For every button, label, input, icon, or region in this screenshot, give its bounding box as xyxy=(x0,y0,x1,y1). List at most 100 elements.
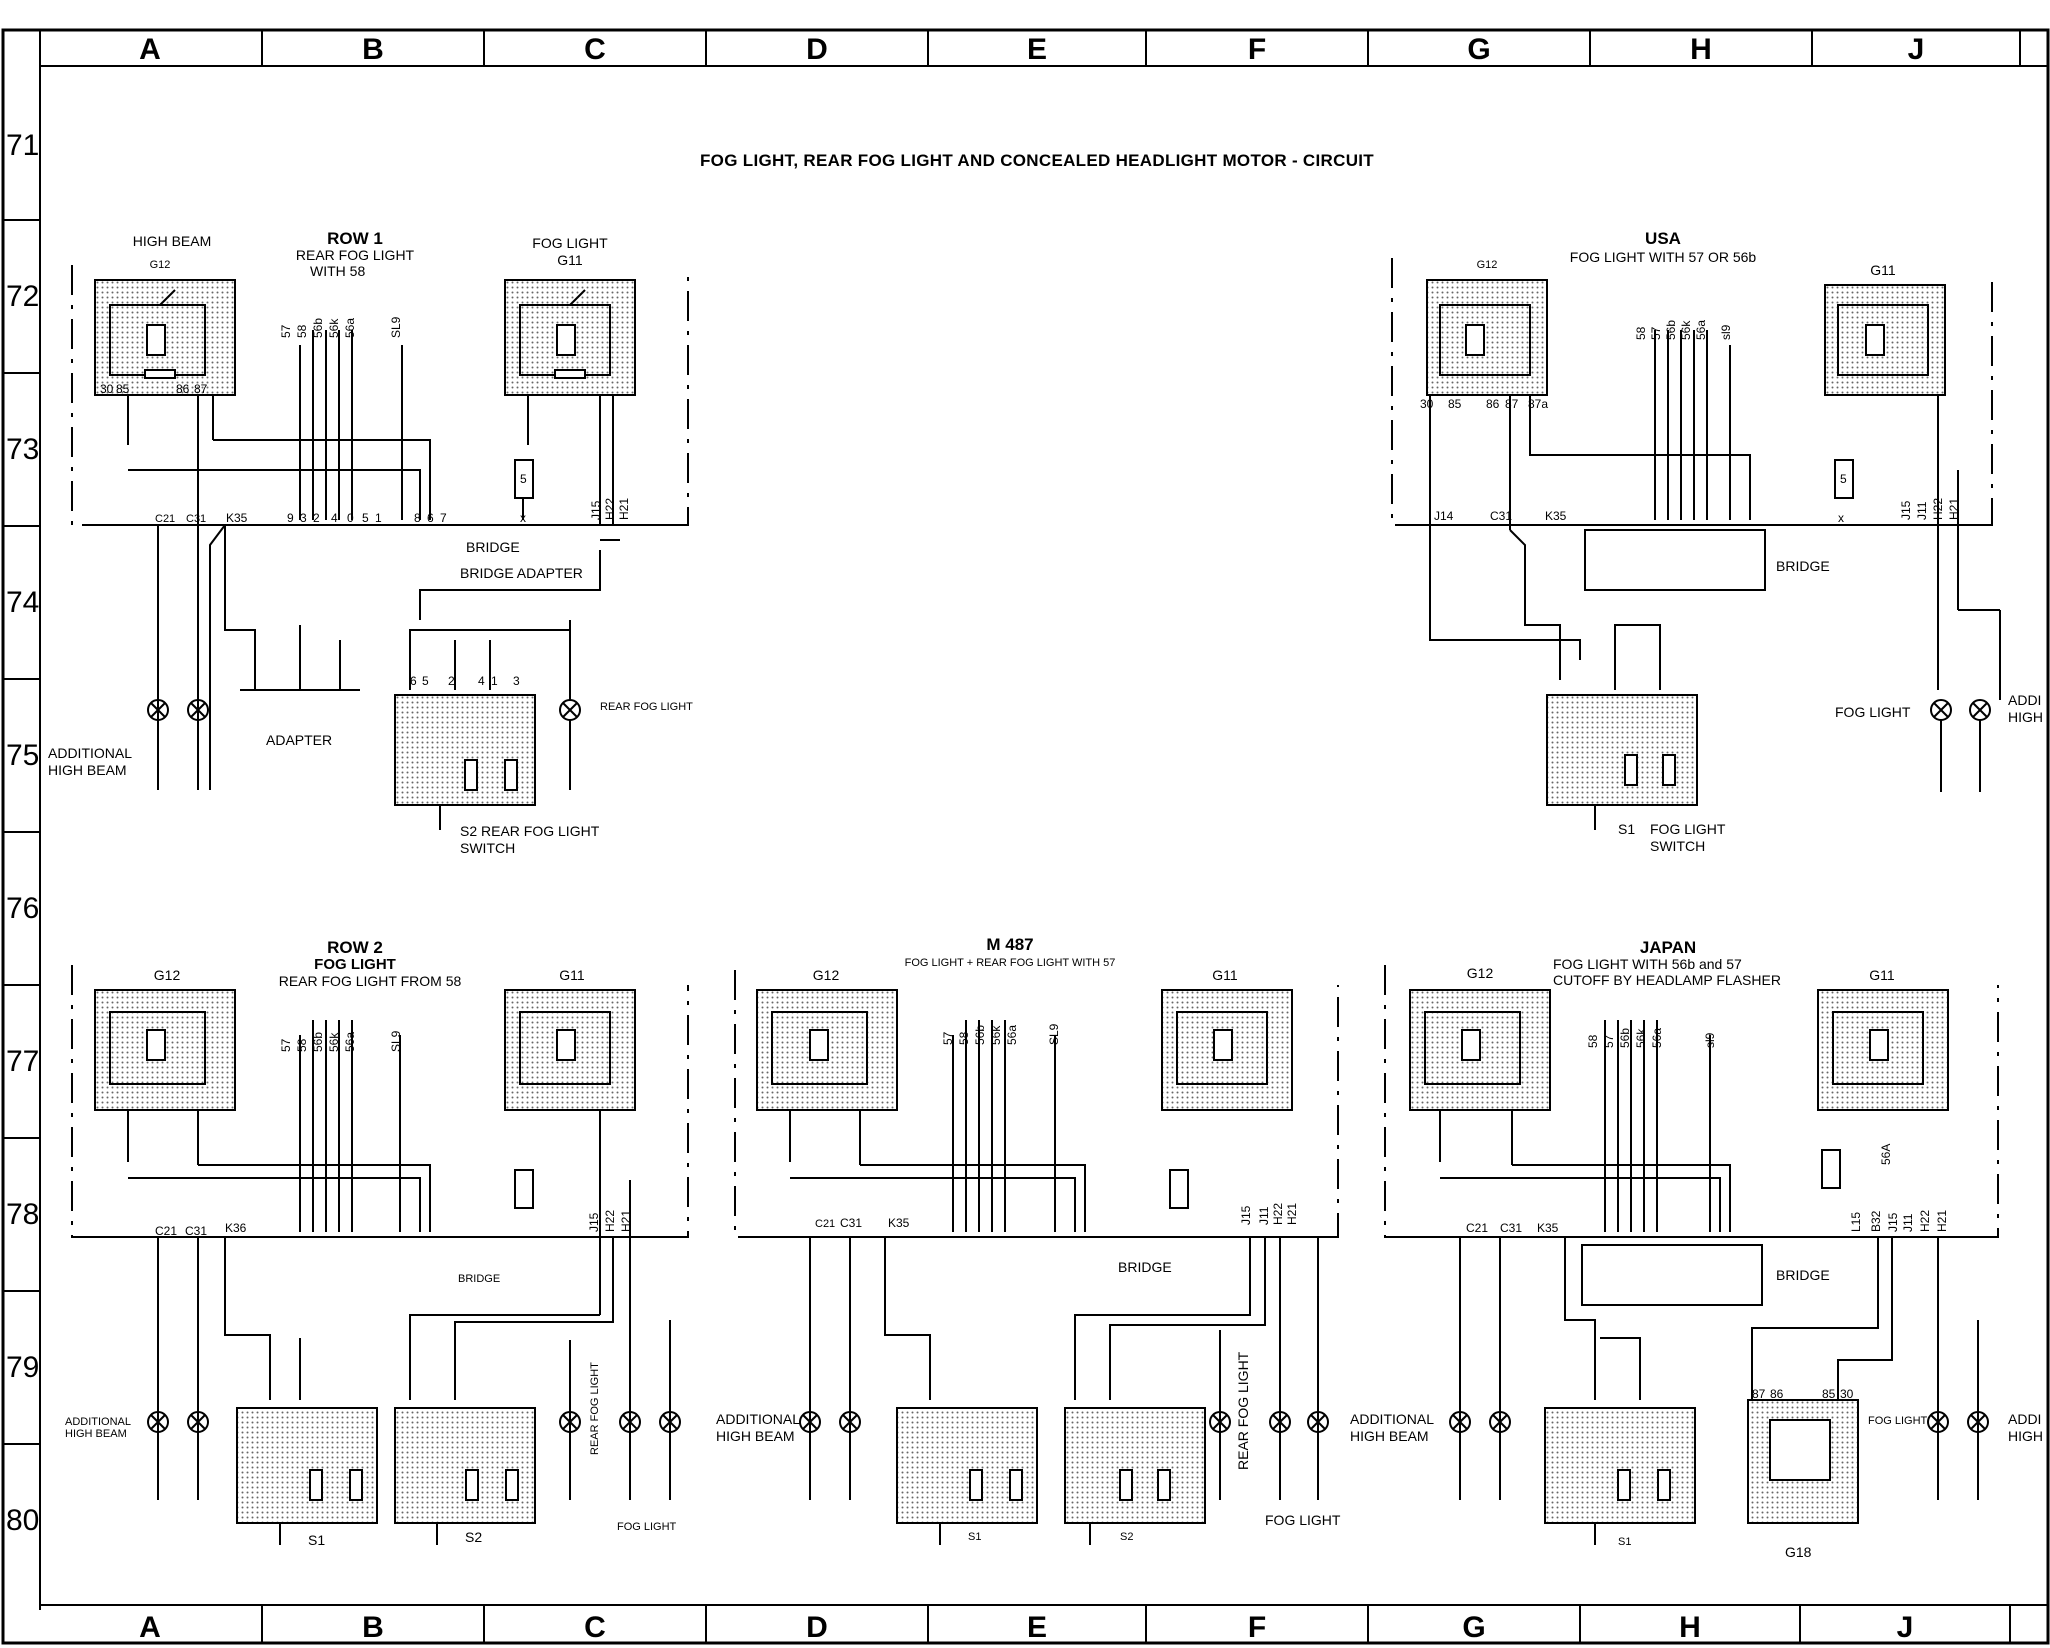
relay-label: G18 xyxy=(1785,1544,1812,1560)
row-label: 74 xyxy=(6,586,39,619)
relay-label: G11 xyxy=(1870,262,1896,278)
terminal-label: J14 xyxy=(1434,509,1454,523)
pin-label: 6 xyxy=(427,511,434,525)
terminal-label: C31 xyxy=(186,513,206,525)
pin-label: 0 xyxy=(347,511,354,525)
wire-label: 56a xyxy=(1694,320,1708,340)
col-label: G xyxy=(1462,1611,1485,1644)
row-label: 77 xyxy=(6,1045,39,1078)
col-label: A xyxy=(139,33,161,66)
section-title: ROW 2 xyxy=(327,938,383,957)
section-subtitle: FOG LIGHT xyxy=(314,956,396,973)
pin-label: 2 xyxy=(313,511,320,525)
col-label: H xyxy=(1679,1611,1701,1644)
wire-label: 56a xyxy=(343,318,357,338)
wire-label: sl9 xyxy=(1719,324,1733,340)
section-row1-labels: ROW 1 REAR FOG LIGHT WITH 58 HIGH BEAM G… xyxy=(48,229,693,856)
switch-pin-label: 6 xyxy=(410,674,417,688)
connector-pin-labels: 9 3 2 4 0 5 1 8 6 7 30 85 86 87 30 85 86… xyxy=(100,382,1854,1401)
row-label: 73 xyxy=(6,433,39,466)
wire-label: 56a xyxy=(343,1032,357,1052)
terminal-label: K35 xyxy=(888,1216,910,1230)
fog-light-label: FOG LIGHT xyxy=(617,1521,677,1533)
section-row2-labels: ROW 2 FOG LIGHT REAR FOG LIGHT FROM 58 G… xyxy=(65,938,677,1548)
section-subtitle: FOG LIGHT WITH 56b and 57 xyxy=(1553,956,1742,972)
relay-pin-label: 30 xyxy=(1420,397,1434,411)
s2-switch-label: SWITCH xyxy=(460,840,515,856)
wire-label: 58 xyxy=(295,1038,309,1052)
pin-label: 9 xyxy=(287,511,294,525)
bridge-label: BRIDGE xyxy=(1776,558,1830,574)
wire-label: 57 xyxy=(279,1038,293,1052)
bridge-label: BRIDGE xyxy=(1118,1259,1172,1275)
terminal-label: J15 xyxy=(1899,500,1913,520)
pin-label: 3 xyxy=(300,511,307,525)
switch-label: FOG LIGHT xyxy=(1650,821,1726,837)
additional-high-beam-label: HIGH BEAM xyxy=(716,1428,795,1444)
adapter-label: ADAPTER xyxy=(266,732,332,748)
additional-high-beam-label: ADDITIONAL xyxy=(1350,1411,1434,1427)
wire-label: 57 xyxy=(1602,1034,1616,1048)
additional-high-beam-label: HIGH BEAM xyxy=(1350,1428,1429,1444)
wire-label: 56b xyxy=(1618,1028,1632,1048)
bridge-label: BRIDGE xyxy=(466,539,520,555)
wire-label: 56k xyxy=(327,318,341,338)
switch-pin-label: 5 xyxy=(422,674,429,688)
terminal-label: B32 xyxy=(1869,1210,1883,1232)
relay-pin-label: 87 xyxy=(194,382,208,396)
switch-pin-label: 2 xyxy=(448,674,455,688)
wire-label: 58 xyxy=(1586,1034,1600,1048)
relay-pin-label: 85 xyxy=(116,382,130,396)
wire-label: 58 xyxy=(295,324,309,338)
col-label: F xyxy=(1248,33,1266,66)
section-row1 xyxy=(71,265,689,830)
relay-label: G11 xyxy=(1869,967,1895,983)
terminal-label: J15 xyxy=(1886,1212,1900,1232)
additional-high-beam-label: ADDITIONAL xyxy=(48,745,132,761)
wire-label: 57 xyxy=(941,1031,955,1045)
terminal-label: C31 xyxy=(185,1224,207,1238)
wire-label: 56b xyxy=(1664,320,1678,340)
terminal-label: H22 xyxy=(1918,1210,1932,1232)
terminal-label: C31 xyxy=(1490,509,1512,523)
relay-pin-label: 86 xyxy=(1770,1387,1784,1401)
row-label: 78 xyxy=(6,1198,39,1231)
s2-switch-label: S2 REAR FOG LIGHT xyxy=(460,823,600,839)
fuse-label: 5 xyxy=(1840,472,1847,486)
additional-high-beam-label: ADDITIONAL xyxy=(716,1411,800,1427)
terminal-label: K35 xyxy=(1545,509,1567,523)
terminal-label: J15 xyxy=(589,500,603,520)
section-title: JAPAN xyxy=(1640,938,1696,957)
pin-label: 7 xyxy=(440,511,447,525)
section-title: USA xyxy=(1645,229,1681,248)
col-label: E xyxy=(1027,1611,1047,1644)
switch-id: S1 xyxy=(308,1532,325,1548)
relay-pin-label: 87a xyxy=(1528,397,1548,411)
relay-label: G12 xyxy=(154,967,181,983)
col-label: B xyxy=(362,33,384,66)
col-label: J xyxy=(1897,1611,1914,1644)
additional-high-beam-label: HIGH BEAM xyxy=(48,762,127,778)
pin-label: 1 xyxy=(375,511,382,525)
col-label: J xyxy=(1908,33,1925,66)
relay-pin-label: 87 xyxy=(1752,1387,1766,1401)
pin-label: 4 xyxy=(331,511,338,525)
section-subtitle: CUTOFF BY HEADLAMP FLASHER xyxy=(1553,972,1781,988)
section-m487-labels: M 487 FOG LIGHT + REAR FOG LIGHT WITH 57… xyxy=(716,935,1341,1543)
terminal-label: C31 xyxy=(840,1216,862,1230)
terminal-label: C21 xyxy=(815,1218,835,1230)
switch-pin-label: 3 xyxy=(513,674,520,688)
fuse-label: 5 xyxy=(520,472,527,486)
additional-label: ADDI xyxy=(2008,692,2041,708)
col-label: E xyxy=(1027,33,1047,66)
col-label: C xyxy=(584,33,606,66)
terminal-label: H22 xyxy=(603,1210,617,1232)
wire-label: 56k xyxy=(1679,320,1693,340)
section-row2 xyxy=(71,965,689,1545)
terminal-label: H21 xyxy=(1285,1203,1299,1225)
terminal-label: H22 xyxy=(1271,1203,1285,1225)
wire-label: 56a xyxy=(1650,1028,1664,1048)
section-usa xyxy=(1391,258,2001,830)
col-label: F xyxy=(1248,1611,1266,1644)
fog-light-label: FOG LIGHT xyxy=(532,235,608,251)
